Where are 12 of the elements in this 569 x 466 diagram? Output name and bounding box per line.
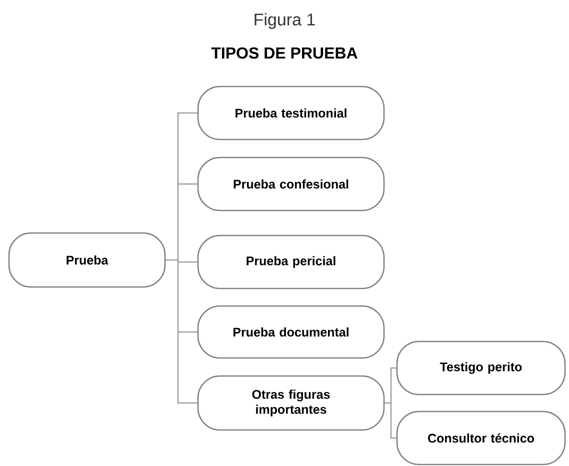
rounded-box: Otras figuras importantes: [197, 375, 385, 431]
rounded-box: Prueba testimonial: [197, 86, 385, 140]
rounded-box: Prueba documental: [197, 305, 385, 359]
rounded-box: Prueba pericial: [197, 234, 385, 290]
figure-number: Figura 1: [254, 13, 315, 29]
rounded-box: Prueba confesional: [197, 156, 385, 212]
rounded-box: Testigo perito: [396, 340, 566, 396]
connector-line: [165, 260, 198, 404]
rounded-box: Consultor técnico: [396, 410, 566, 466]
connector-line: [384, 402, 397, 438]
title: TIPOS DE PRUEBA: [211, 47, 358, 59]
rounded-box: Prueba: [8, 232, 166, 288]
